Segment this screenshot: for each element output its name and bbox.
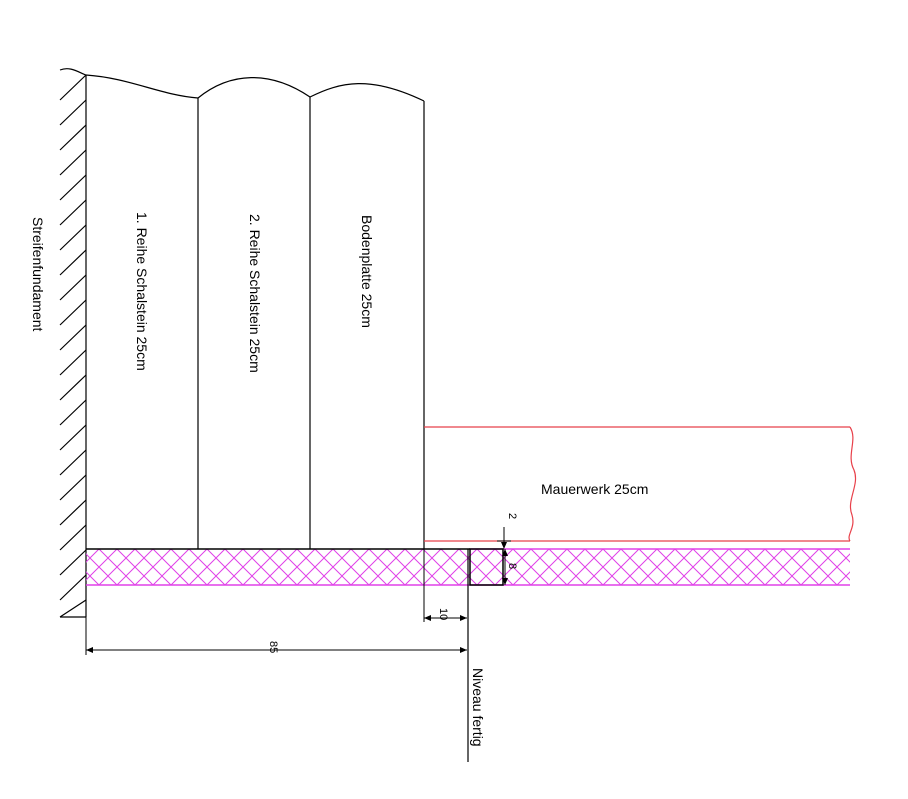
dim-text-2: 2: [506, 513, 518, 519]
dim-10: [423, 549, 467, 622]
label-reihe1: 1. Reihe Schalstein 25cm: [134, 212, 150, 371]
break-line-top: [59, 68, 425, 102]
dim-text-10: 10: [437, 608, 449, 620]
masonry-block: [424, 426, 856, 542]
label-reihe2: 2. Reihe Schalstein 25cm: [247, 214, 263, 373]
dim-85: [85, 617, 467, 655]
dim-2: [497, 527, 511, 549]
dim-8: [502, 549, 508, 585]
label-mauerwerk: Mauerwerk 25cm: [541, 481, 648, 497]
label-niveau: Niveau fertig: [470, 668, 486, 747]
layer-boundaries: [197, 97, 425, 549]
wall-hatch: [59, 74, 87, 618]
dim-text-85: 85: [267, 641, 279, 653]
detail-box: [469, 548, 504, 586]
label-streifenfundament: Streifenfundament: [30, 217, 46, 332]
label-bodenplatte: Bodenplatte 25cm: [359, 215, 375, 328]
dim-text-8: 8: [506, 563, 518, 569]
